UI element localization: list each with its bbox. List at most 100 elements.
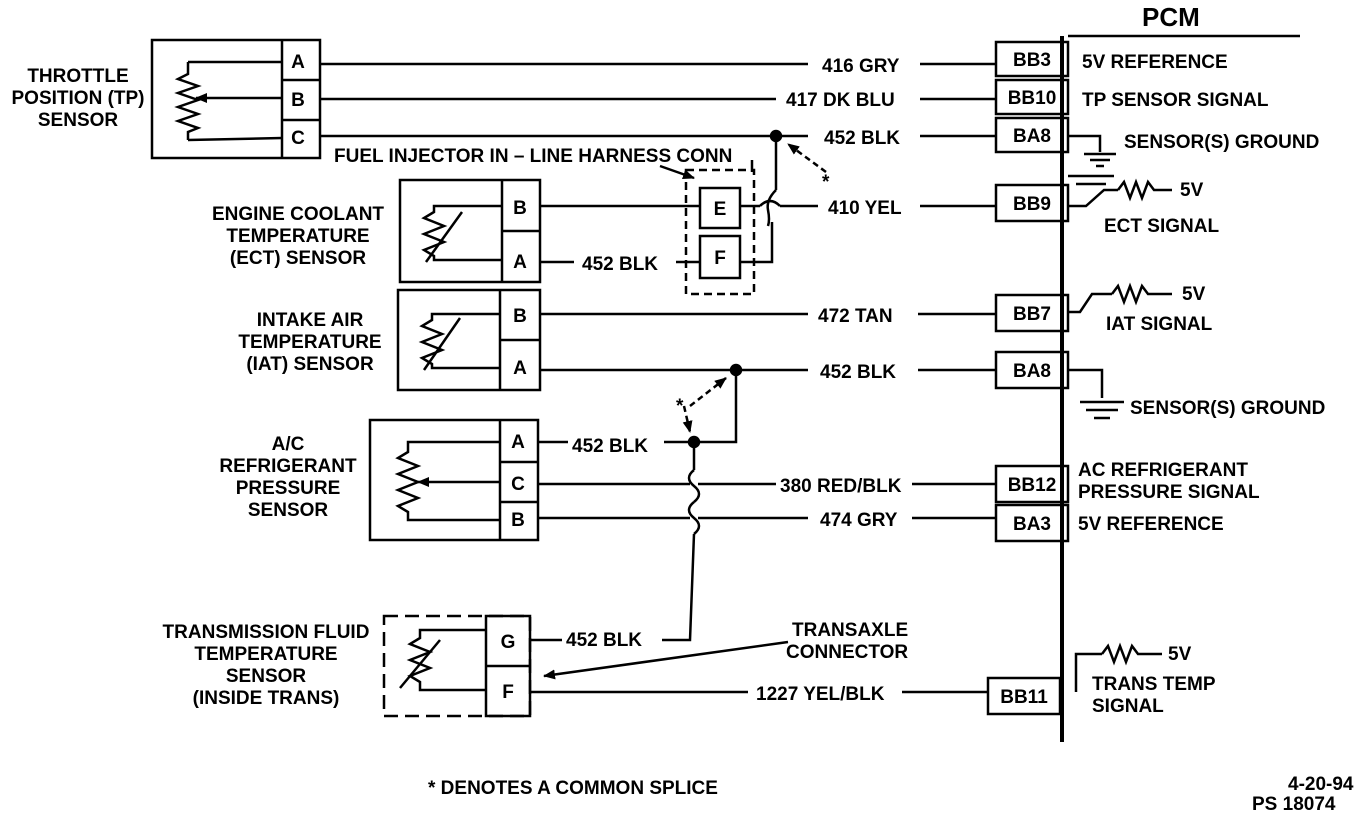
tft-pin-g: G — [501, 632, 516, 653]
splice-pointer-2b — [682, 405, 693, 433]
wire-crossover — [766, 189, 777, 227]
iat-label-3: (IAT) SENSOR — [246, 354, 374, 375]
pcm-pin-bb10: BB10 — [1008, 88, 1057, 109]
iat-pin-a: A — [513, 358, 527, 379]
tft-label-4: (INSIDE TRANS) — [193, 688, 340, 709]
signal-ect: ECT SIGNAL — [1104, 216, 1219, 237]
signal-sensor-ground-2: SENSOR(S) GROUND — [1130, 398, 1325, 419]
tp-label-3: SENSOR — [38, 110, 119, 131]
signal-tt-1: TRANS TEMP — [1092, 674, 1216, 695]
signal-tt-2: SIGNAL — [1092, 696, 1164, 717]
ect-sensor — [398, 178, 700, 284]
ect-label-3: (ECT) SENSOR — [230, 248, 366, 269]
pcm-pin-ba8-2: BA8 — [1013, 361, 1051, 382]
ac-pin-c: C — [511, 474, 525, 495]
wire-label-417: 417 DK BLU — [786, 90, 895, 111]
ect-pin-a: A — [513, 252, 527, 273]
harness-label: FUEL INJECTOR IN – LINE HARNESS CONN — [334, 146, 732, 167]
ect-pin-b: B — [513, 198, 527, 219]
crossover-474 — [687, 501, 701, 535]
signal-ect-5v: 5V — [1180, 180, 1204, 201]
wire-label-416: 416 GRY — [822, 56, 900, 77]
pcm-pin-bb3: BB3 — [1013, 50, 1051, 71]
harness-pointer — [659, 164, 695, 180]
transaxle-pointer — [543, 640, 789, 680]
signal-5v-ref-1: 5V REFERENCE — [1082, 52, 1228, 73]
pcm-pin-box-bb9 — [994, 183, 1070, 223]
pcm-pin-box-bb3 — [994, 40, 1070, 78]
transaxle-label-1: TRANSAXLE — [792, 620, 908, 641]
wire-label-474: 474 GRY — [820, 510, 898, 531]
pcm-pin-box-bb11 — [986, 676, 1062, 716]
splice-star-1: * — [822, 172, 830, 193]
ac-pin-b: B — [511, 510, 525, 531]
wire-label-452-iat: 452 BLK — [820, 362, 896, 383]
tp-pin-c: C — [291, 128, 305, 149]
wire-label-452-tft: 452 BLK — [566, 630, 642, 651]
ac-label-2: REFRIGERANT — [219, 456, 357, 477]
ect-thermistor-slash — [424, 211, 464, 263]
iat-thermistor-slash — [422, 317, 462, 371]
wire-label-452-ac: 452 BLK — [572, 436, 648, 457]
wire-label-410: 410 YEL — [828, 198, 902, 219]
pcm-pin-bb7: BB7 — [1013, 304, 1051, 325]
ac-sensor-box — [368, 418, 540, 542]
pcm-pin-box-ba3 — [994, 503, 1070, 543]
iat-pin-b: B — [513, 306, 527, 327]
footnote: * DENOTES A COMMON SPLICE — [428, 778, 718, 799]
wire-label-472: 472 TAN — [818, 306, 893, 327]
pcm-pin-ba8-1: BA8 — [1013, 126, 1051, 147]
inline-pin-box-f — [698, 234, 742, 280]
tft-label-3: SENSOR — [226, 666, 307, 687]
tft-label-2: TEMPERATURE — [194, 644, 337, 665]
splice-pointer-2a — [689, 377, 727, 407]
transaxle-label-2: CONNECTOR — [786, 642, 908, 663]
ect-pullup-resistor — [1117, 178, 1172, 202]
wire-splice-2-to-3 — [694, 370, 738, 444]
signal-tp-sensor: TP SENSOR SIGNAL — [1082, 90, 1269, 111]
iat-label-1: INTAKE AIR — [257, 310, 364, 331]
signal-iat: IAT SIGNAL — [1106, 314, 1213, 335]
tt-pullup-resistor — [1101, 642, 1162, 666]
inline-dashed-outline — [684, 168, 756, 296]
signal-tt-5v: 5V — [1168, 644, 1192, 665]
ect-label-2: TEMPERATURE — [226, 226, 369, 247]
pcm-pin-bb12: BB12 — [1008, 475, 1057, 496]
iat-pullup-resistor — [1111, 282, 1172, 306]
tp-label-2: POSITION (TP) — [12, 88, 145, 109]
pcm-pin-bb11: BB11 — [1000, 687, 1048, 708]
tp-pin-a: A — [291, 52, 305, 73]
crossover-380 — [687, 469, 701, 503]
ac-pin-a: A — [511, 432, 525, 453]
ac-label-3: PRESSURE — [236, 478, 341, 499]
inline-connector — [684, 168, 756, 296]
ps-code: PS 18074 — [1252, 794, 1336, 815]
tft-label-1: TRANSMISSION FLUID — [163, 622, 370, 643]
wire-label-452-tp: 452 BLK — [824, 128, 900, 149]
tp-resistor — [174, 62, 202, 140]
tft-sensor — [382, 614, 988, 718]
pcm-title: PCM — [1142, 2, 1200, 32]
signal-sensor-ground-1: SENSOR(S) GROUND — [1124, 132, 1319, 153]
inline-pin-f: F — [714, 248, 726, 269]
signal-ac-2: PRESSURE SIGNAL — [1078, 482, 1260, 503]
wire-label-452-ect: 452 BLK — [582, 254, 658, 275]
ect-label-1: ENGINE COOLANT — [212, 204, 384, 225]
signal-iat-5v: 5V — [1182, 284, 1206, 305]
tp-pin-b: B — [291, 90, 305, 111]
pcm-pin-ba3: BA3 — [1013, 514, 1051, 535]
inline-pin-box-e — [698, 186, 742, 230]
inline-pin-e: E — [714, 199, 727, 220]
wire-ground-down — [662, 533, 696, 642]
iat-sensor — [396, 288, 996, 392]
pcm-pin-bb9: BB9 — [1013, 194, 1051, 215]
iat-label-2: TEMPERATURE — [238, 332, 381, 353]
signal-5v-ref-2: 5V REFERENCE — [1078, 514, 1224, 535]
ac-label-4: SENSOR — [248, 500, 329, 521]
tft-pin-f: F — [502, 682, 514, 703]
tp-label-1: THROTTLE — [27, 66, 128, 87]
ac-sensor — [368, 418, 996, 542]
ac-label-1: A/C — [272, 434, 305, 455]
splice-star-2: * — [676, 396, 684, 417]
